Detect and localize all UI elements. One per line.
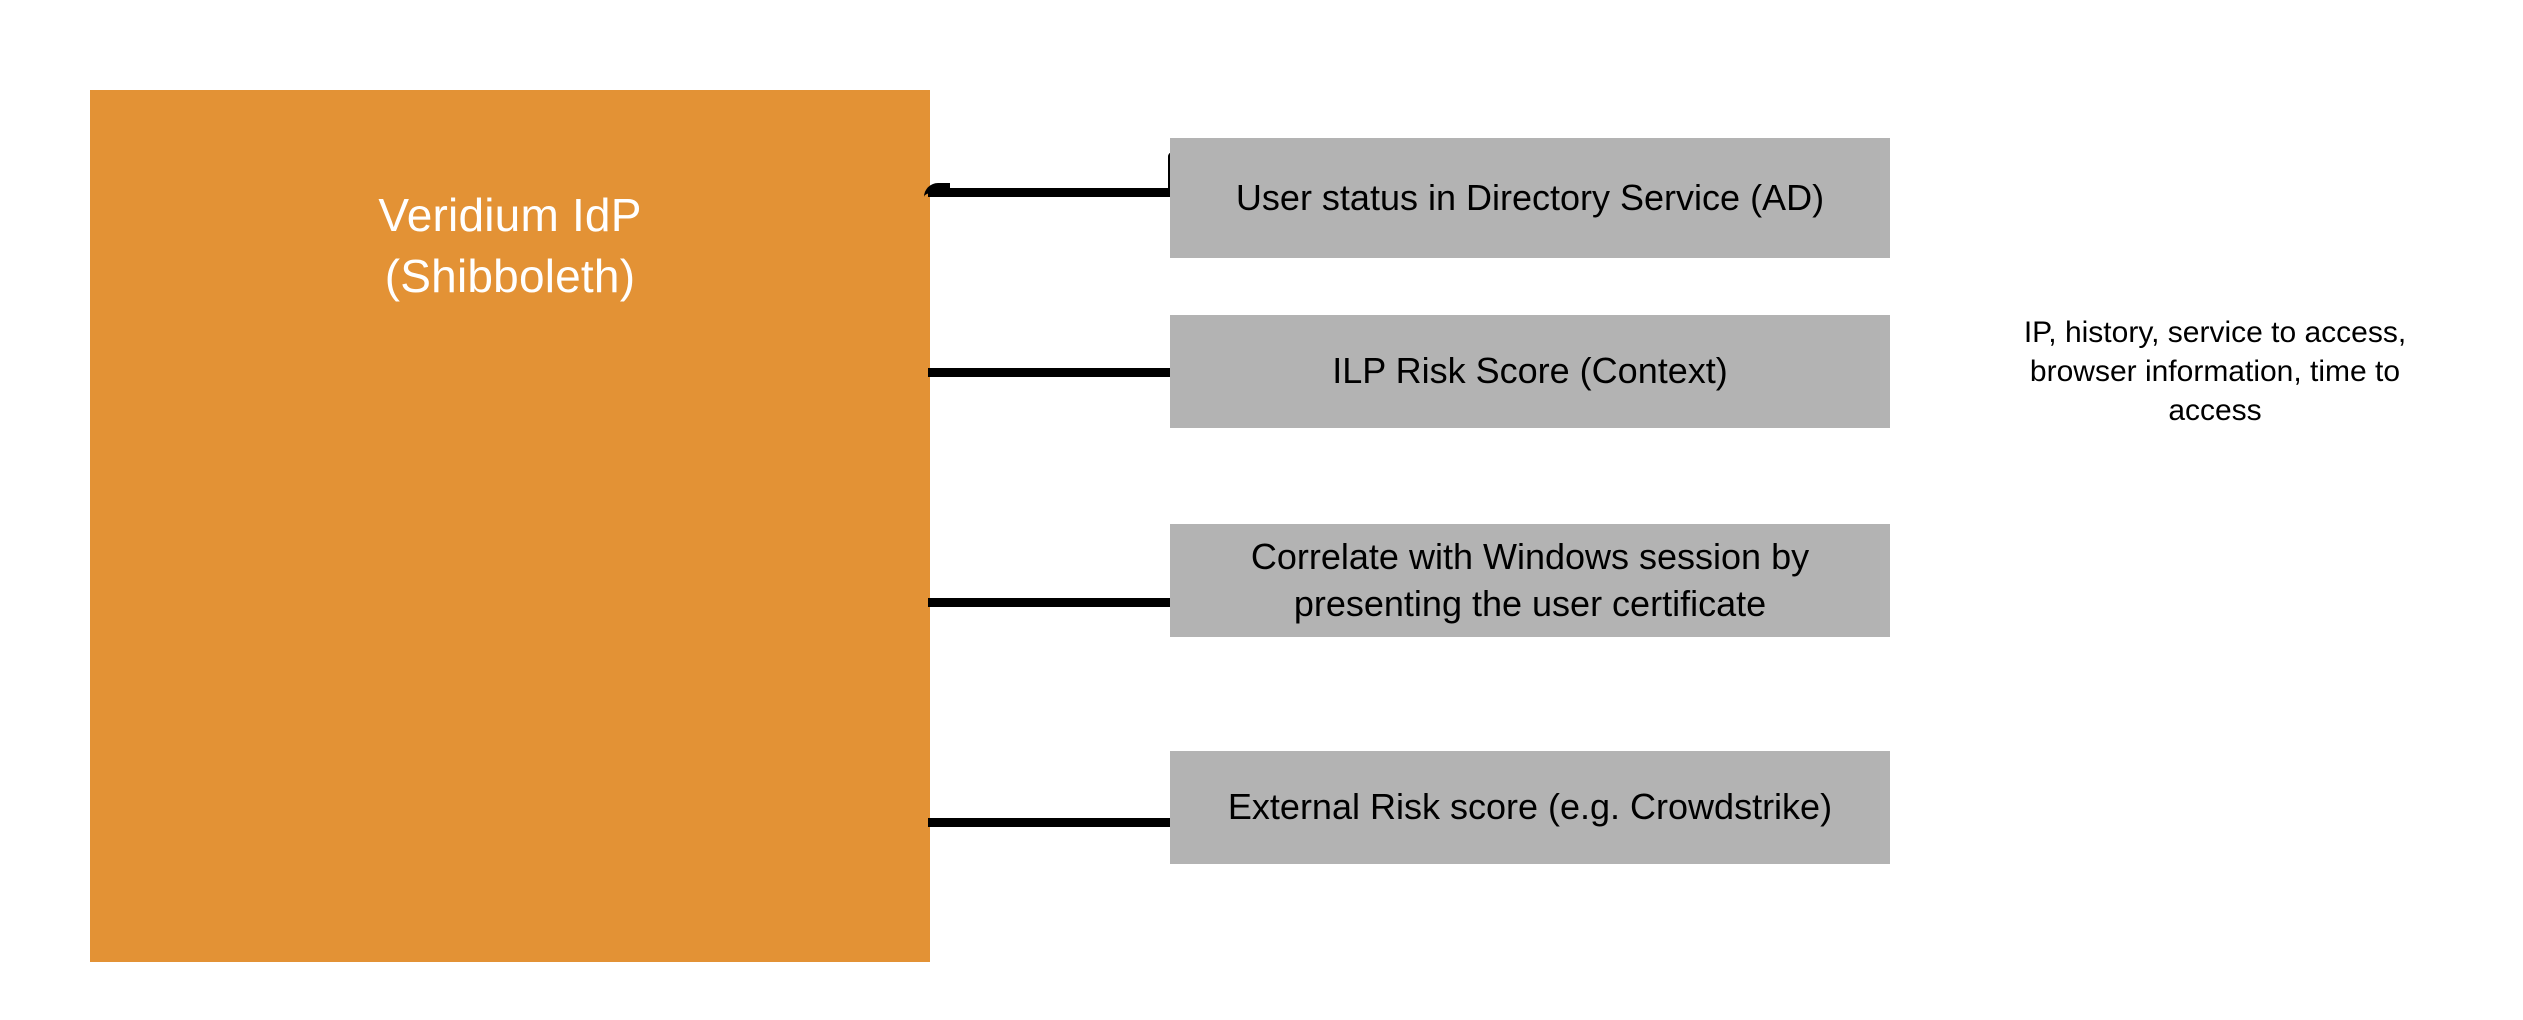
attribute-box-label: Correlate with Windows session by presen… — [1250, 536, 1810, 624]
idp-node-label: Veridium IdP (Shibboleth) — [378, 189, 642, 302]
attribute-box-external-risk-score[interactable]: External Risk score (e.g. Crowdstrike) — [1170, 751, 1890, 864]
connector-line-3 — [928, 598, 1176, 607]
connector-line-1 — [928, 188, 1176, 197]
attribute-box-ilp-risk-score[interactable]: ILP Risk Score (Context) — [1170, 315, 1890, 428]
idp-node[interactable]: Veridium IdP (Shibboleth) — [90, 90, 930, 962]
attribute-box-label: User status in Directory Service (AD) — [1235, 176, 1825, 218]
attribute-box-label: External Risk score (e.g. Crowdstrike) — [1227, 786, 1833, 828]
connector-hook-1 — [924, 183, 950, 199]
attribute-box-user-status[interactable]: User status in Directory Service (AD) — [1170, 138, 1890, 258]
context-annotation: IP, history, service to access, browser … — [2023, 316, 2407, 427]
connector-line-4 — [928, 818, 1176, 827]
attribute-box-label: ILP Risk Score (Context) — [1332, 350, 1728, 392]
connector-line-2 — [928, 368, 1176, 377]
attribute-box-windows-session-correlation[interactable]: Correlate with Windows session by presen… — [1170, 524, 1890, 637]
